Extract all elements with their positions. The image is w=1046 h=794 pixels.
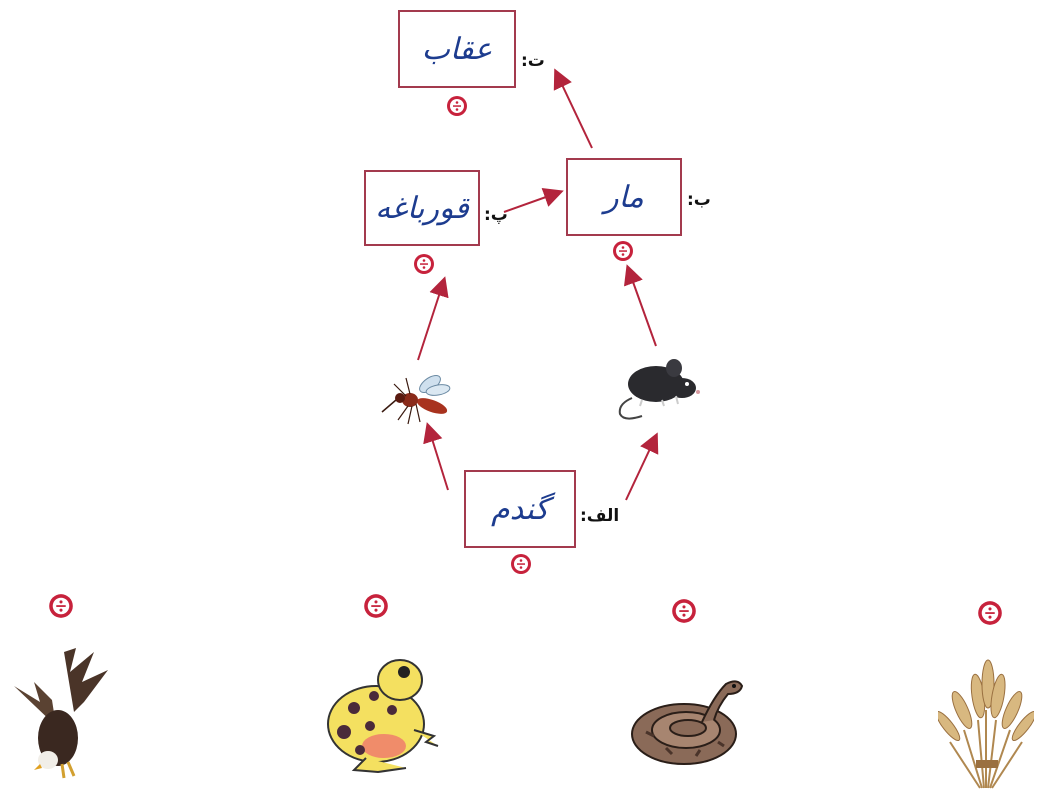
wheat-icon	[938, 659, 1034, 789]
frog-icon	[327, 659, 439, 774]
answer-ta: عقاب	[421, 31, 493, 67]
snake-icon	[631, 680, 744, 765]
answer-alef: گندم	[491, 491, 549, 527]
arrow-snake-to-eagle	[553, 68, 593, 149]
divide-badge-icon	[447, 96, 467, 116]
divide-badge-icon	[49, 594, 73, 618]
box-alef: گندم	[464, 470, 576, 548]
eagle-icon	[14, 648, 108, 779]
label-pe: پ:	[484, 205, 508, 225]
arrow-mosquito-to-frog	[417, 276, 449, 361]
answer-be: مار	[604, 179, 644, 215]
divide-badge-icon	[672, 599, 696, 623]
label-alef: الف:	[580, 506, 620, 526]
arrow-wheat-to-mosquito	[423, 422, 449, 491]
arrow-frog-to-snake	[503, 187, 564, 213]
answer-pe: قورباغه	[375, 190, 469, 226]
label-ta: ت:	[521, 51, 545, 71]
divide-badge-icon	[414, 254, 434, 274]
label-be: ب:	[687, 190, 711, 210]
box-ta: عقاب	[398, 10, 516, 88]
arrow-wheat-to-mouse	[625, 432, 659, 501]
divide-badge-icon	[613, 241, 633, 261]
box-pe: قورباغه	[364, 170, 480, 246]
divide-badge-icon	[978, 601, 1002, 625]
mouse-icon	[618, 359, 700, 420]
divide-badge-icon	[364, 594, 388, 618]
divide-badge-icon	[511, 554, 531, 574]
mosquito-icon	[381, 375, 451, 425]
box-be: مار	[566, 158, 682, 236]
arrow-mouse-to-snake	[623, 264, 657, 347]
